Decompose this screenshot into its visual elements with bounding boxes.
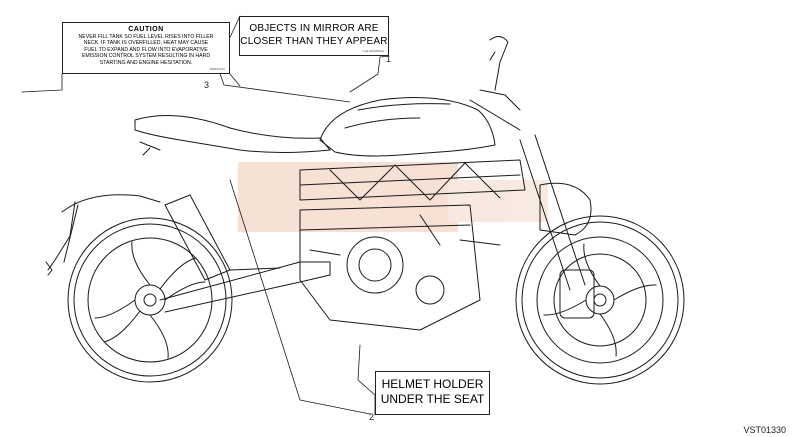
front-wheel bbox=[515, 215, 685, 385]
callout-1: 1 bbox=[386, 54, 392, 64]
callout-3: 3 bbox=[204, 80, 210, 90]
caution-text: NEVER FILL TANK SO FUEL LEVEL RISES INTO… bbox=[69, 34, 223, 66]
caution-line: NECK. IF TANK IS OVERFILLED, HEAT MAY CA… bbox=[83, 40, 209, 47]
caution-line: STARTING AND ENGINE HESITATION. bbox=[99, 59, 193, 66]
exhaust bbox=[164, 194, 281, 281]
engine bbox=[299, 204, 501, 331]
rear-hugger bbox=[47, 194, 161, 271]
caution-line: NEVER FILL TANK SO FUEL LEVEL RISES INTO… bbox=[78, 34, 214, 40]
mirror-decal: OBJECTS IN MIRROR ARE CLOSER THAN THEY A… bbox=[239, 16, 389, 56]
mirror bbox=[489, 36, 509, 91]
trellis-frame bbox=[299, 159, 526, 201]
seat-tail bbox=[134, 115, 331, 156]
helmet-line-2: UNDER THE SEAT bbox=[380, 392, 485, 406]
rear-wheel bbox=[67, 217, 233, 383]
caution-title: CAUTION bbox=[128, 26, 164, 33]
callout-2: 2 bbox=[369, 412, 375, 422]
caution-line: FUEL TO EXPAND AND FLOW INTO EVAPORATIVE bbox=[84, 46, 208, 53]
drawing-code: VST01330 bbox=[743, 425, 786, 435]
mirror-code: Cod.43610611A bbox=[362, 49, 384, 53]
caution-decal: CAUTION NEVER FILL TANK SO FUEL LEVEL RI… bbox=[62, 22, 230, 74]
mirror-line-2: CLOSER THAN THEY APPEAR bbox=[240, 36, 388, 47]
mirror-line-1: OBJECTS IN MIRROR ARE bbox=[249, 23, 379, 34]
helmet-decal: HELMET HOLDER UNDER THE SEAT bbox=[375, 371, 490, 415]
caution-line: EMISSION CONTROL SYSTEM RESULTING IN HAR… bbox=[81, 53, 211, 60]
watermark bbox=[238, 162, 548, 232]
headlight-fork bbox=[469, 89, 592, 291]
helmet-line-1: HELMET HOLDER bbox=[381, 377, 484, 391]
plate-holder bbox=[45, 204, 79, 276]
caution-code: 43610711A bbox=[209, 67, 225, 71]
fuel-tank bbox=[319, 97, 496, 157]
